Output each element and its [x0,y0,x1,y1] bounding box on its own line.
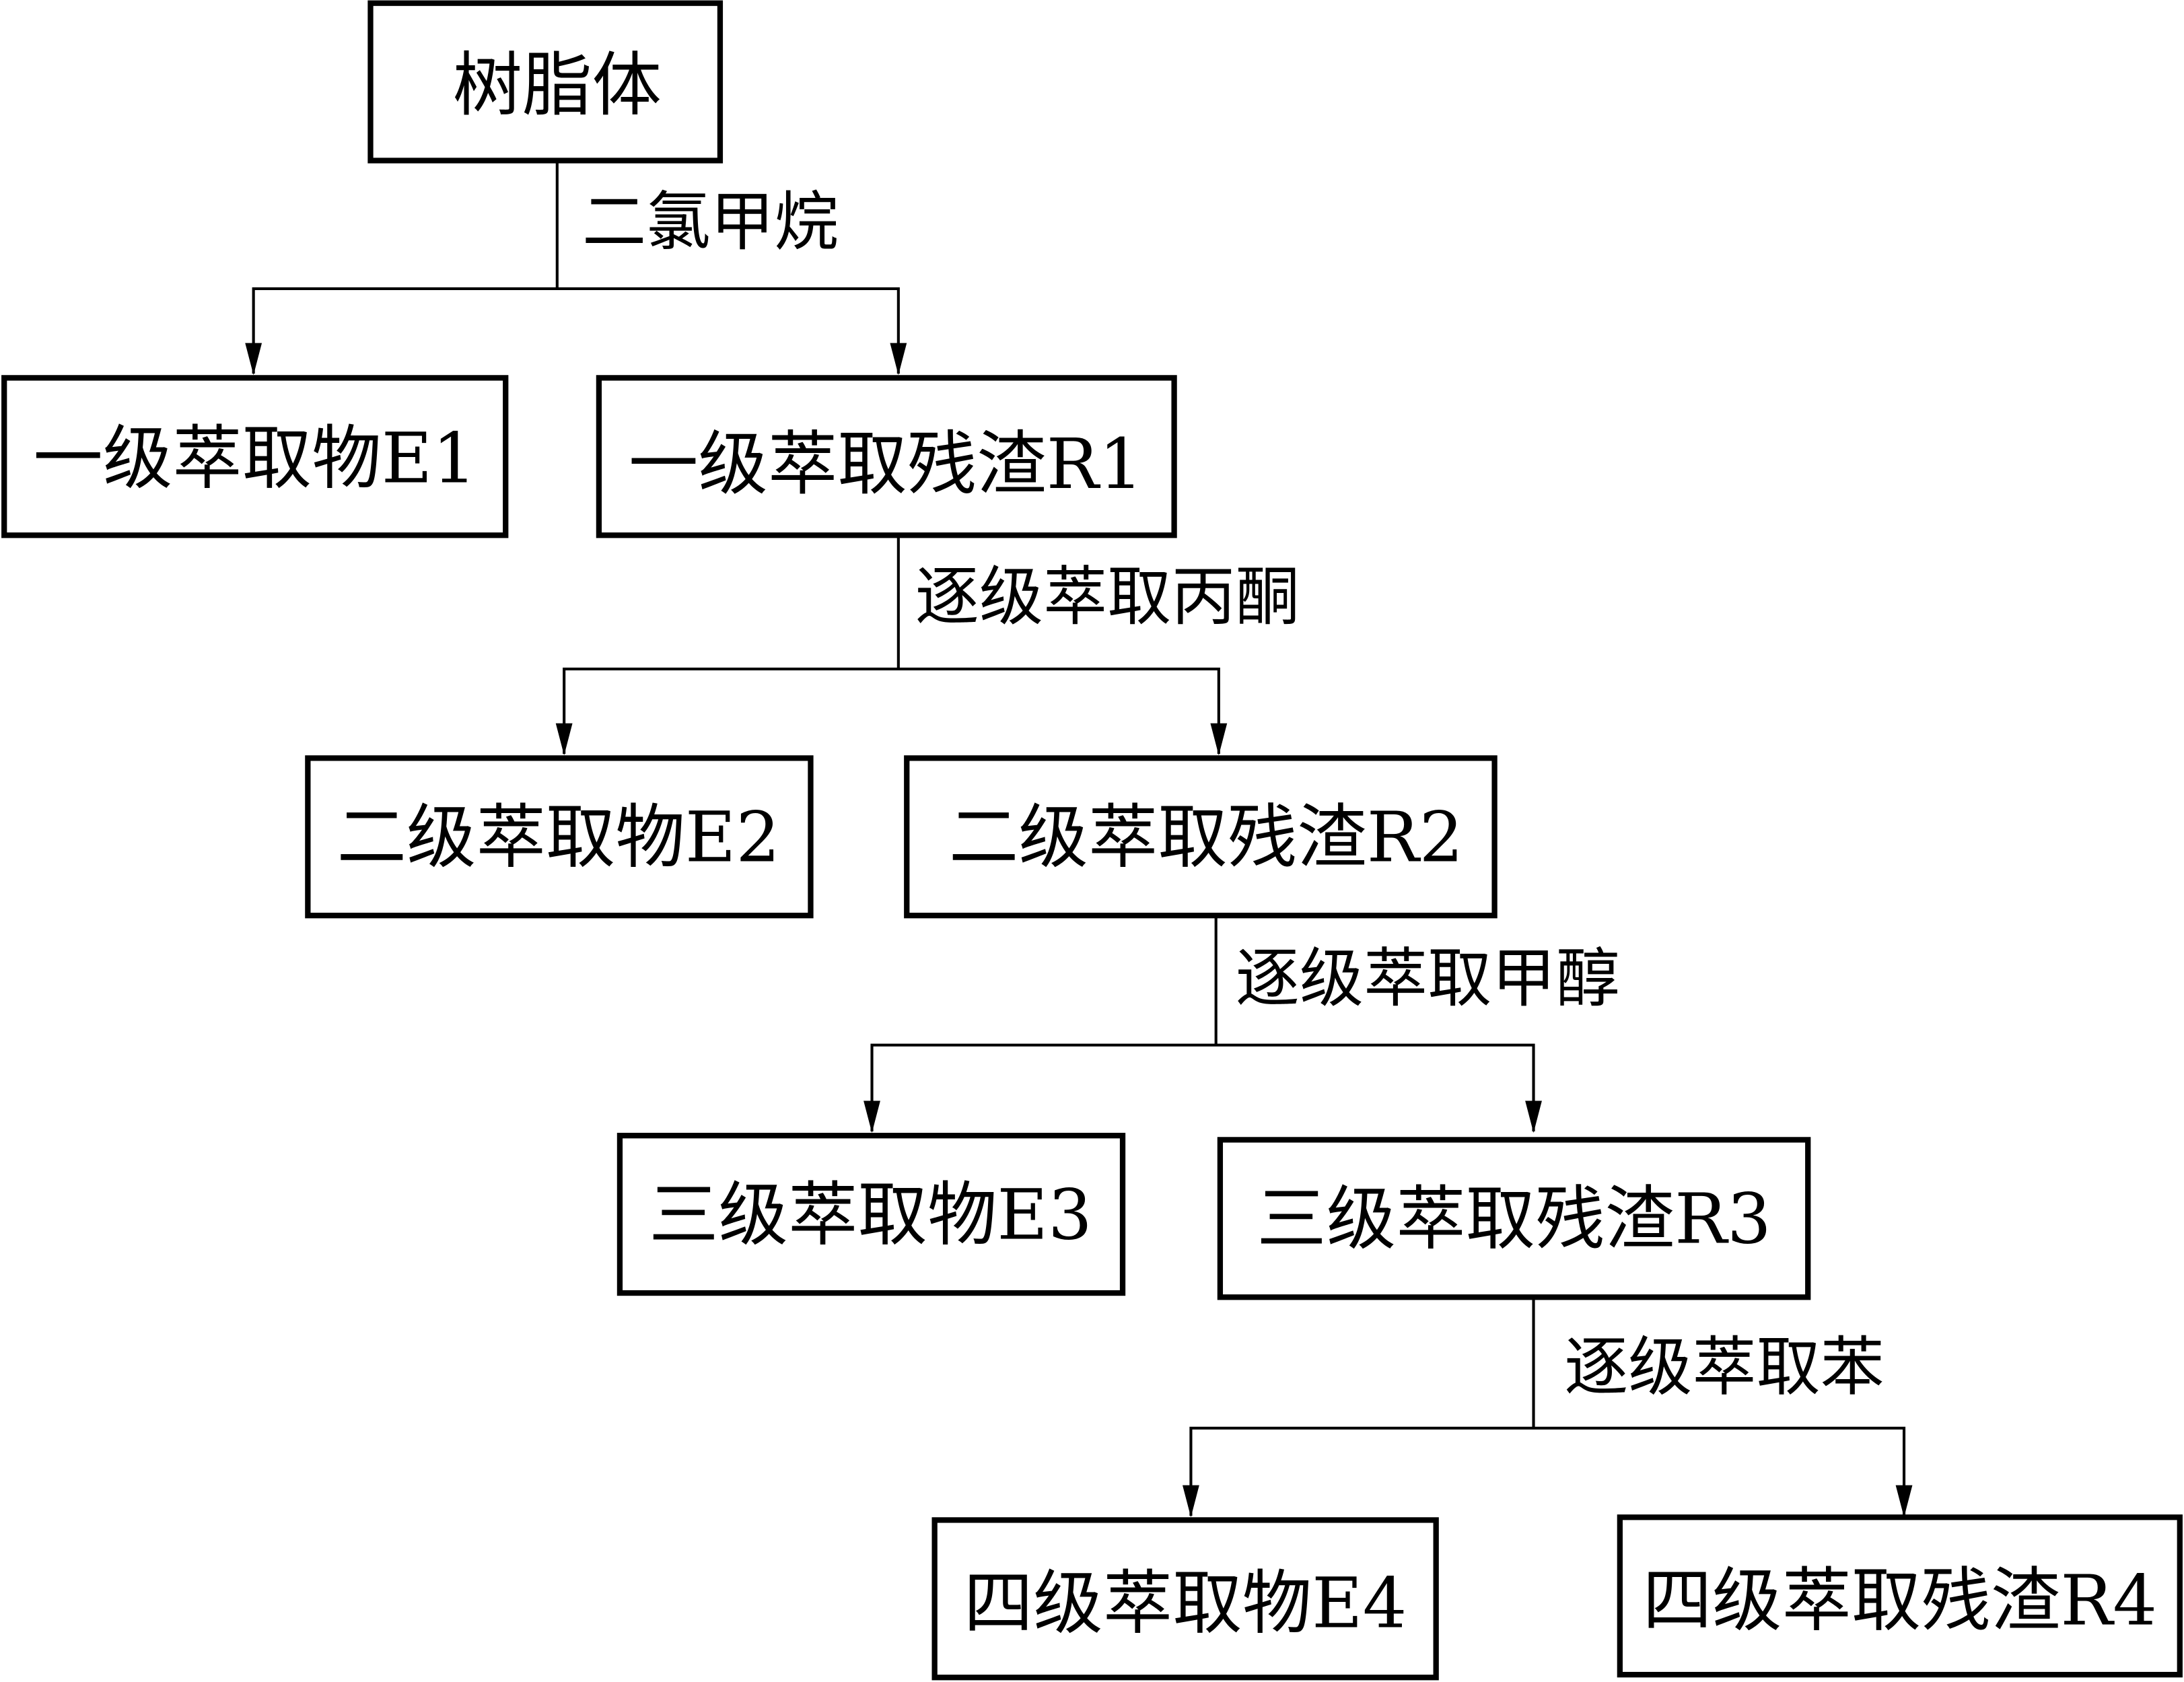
arrow-head [555,723,573,756]
node-e4-label: 四级萃取物E4 [964,1564,1407,1644]
branch-line [1189,1426,1906,1516]
node-e2: 二级萃取物E2 [305,755,814,919]
split-4: 逐级萃取苯 [1183,1297,1913,1518]
node-e2-label: 二级萃取物E2 [337,798,781,878]
branch-line [252,287,900,374]
edge-label-methanol: 逐级萃取甲醇 [1236,942,1620,1016]
node-root: 树脂体 [367,0,724,164]
branch-line [563,667,1220,755]
node-r1-label: 一级萃取残渣R1 [629,424,1143,505]
node-e3: 三级萃取物E3 [617,1133,1126,1296]
arrow-head [1210,723,1228,756]
arrow-head [890,343,907,376]
node-r1: 一级萃取残渣R1 [596,375,1177,538]
arrow-head [864,1100,880,1133]
node-r3: 三级萃取残渣R3 [1217,1137,1811,1300]
edge-label-acetone: 逐级萃取丙酮 [915,560,1300,634]
split-1: 二氯甲烷 [245,160,907,376]
arrow-head [1895,1485,1913,1518]
node-root-label: 树脂体 [453,45,662,126]
node-r4: 四级萃取残渣R4 [1617,1514,2183,1678]
node-r3-label: 三级萃取残渣R3 [1257,1179,1771,1260]
branch-line [870,1043,1535,1131]
split-3: 逐级萃取甲醇 [864,915,1620,1133]
arrow-head [1183,1485,1199,1518]
arrow-head [1525,1100,1542,1133]
node-r4-label: 四级萃取残渣R4 [1643,1561,2158,1642]
node-e4: 四级萃取物E4 [931,1517,1439,1681]
node-r2-label: 二级萃取残渣R2 [949,798,1464,878]
node-e1-label: 一级萃取物E1 [33,419,477,499]
edge-label-dichloromethane: 二氯甲烷 [582,186,839,260]
node-e1: 一级萃取物E1 [1,375,509,538]
node-e3-label: 三级萃取物E3 [649,1175,1092,1255]
node-r2: 二级萃取残渣R2 [904,755,1498,919]
split-2: 逐级萃取丙酮 [555,535,1300,756]
edge-label-benzene: 逐级萃取苯 [1564,1331,1884,1405]
arrow-head [245,343,262,376]
